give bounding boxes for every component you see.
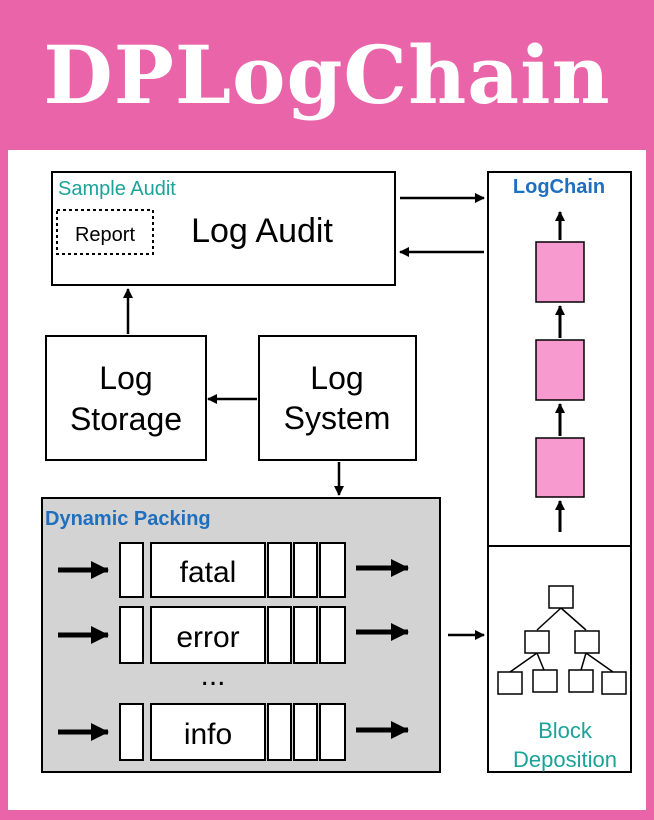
chain-block-1 [535,241,585,303]
logchain-label: LogChain [513,176,605,198]
dynamic-packing-label: Dynamic Packing [45,508,211,530]
log-storage-line2: Storage [70,401,182,437]
diagram-canvas: Sample Audit Report Log Audit Log Storag… [8,150,646,810]
packing-ellipsis: ... [200,659,225,692]
chain-block-2 [535,339,585,401]
report-box [56,209,154,255]
log-system-line2: System [284,400,391,436]
log-audit-label: Log Audit [191,212,333,250]
block-deposition-line1: Block [538,718,593,743]
merkle-tree-icon [497,585,627,695]
log-system-line1: Log [310,360,363,396]
sample-audit-label: Sample Audit [58,178,176,200]
title-banner: DPLogChain [0,0,654,150]
log-audit-box: Sample Audit Report Log Audit [51,171,396,286]
logchain-box: LogChain [487,171,632,547]
block-deposition-box: Block Deposition [487,545,632,773]
block-deposition-line2: Deposition [513,747,617,772]
diagram-svg: Sample Audit Report Log Audit Log Storag… [41,171,632,773]
packing-row-info: info [58,703,409,761]
dynamic-packing-box: Dynamic Packing fatal e [41,497,441,773]
packing-row-error: error [58,606,409,664]
report-label: Report [75,224,135,246]
log-storage-line1: Log [99,360,152,396]
log-storage-box: Log Storage [45,335,207,461]
row-label-info: info [184,718,232,751]
row-label-error: error [176,621,239,654]
packing-row-fatal: fatal [58,542,409,598]
row-label-fatal: fatal [180,556,237,589]
log-system-box: Log System [258,335,417,461]
chain-block-3 [535,437,585,498]
figure-title: DPLogChain [43,28,611,122]
